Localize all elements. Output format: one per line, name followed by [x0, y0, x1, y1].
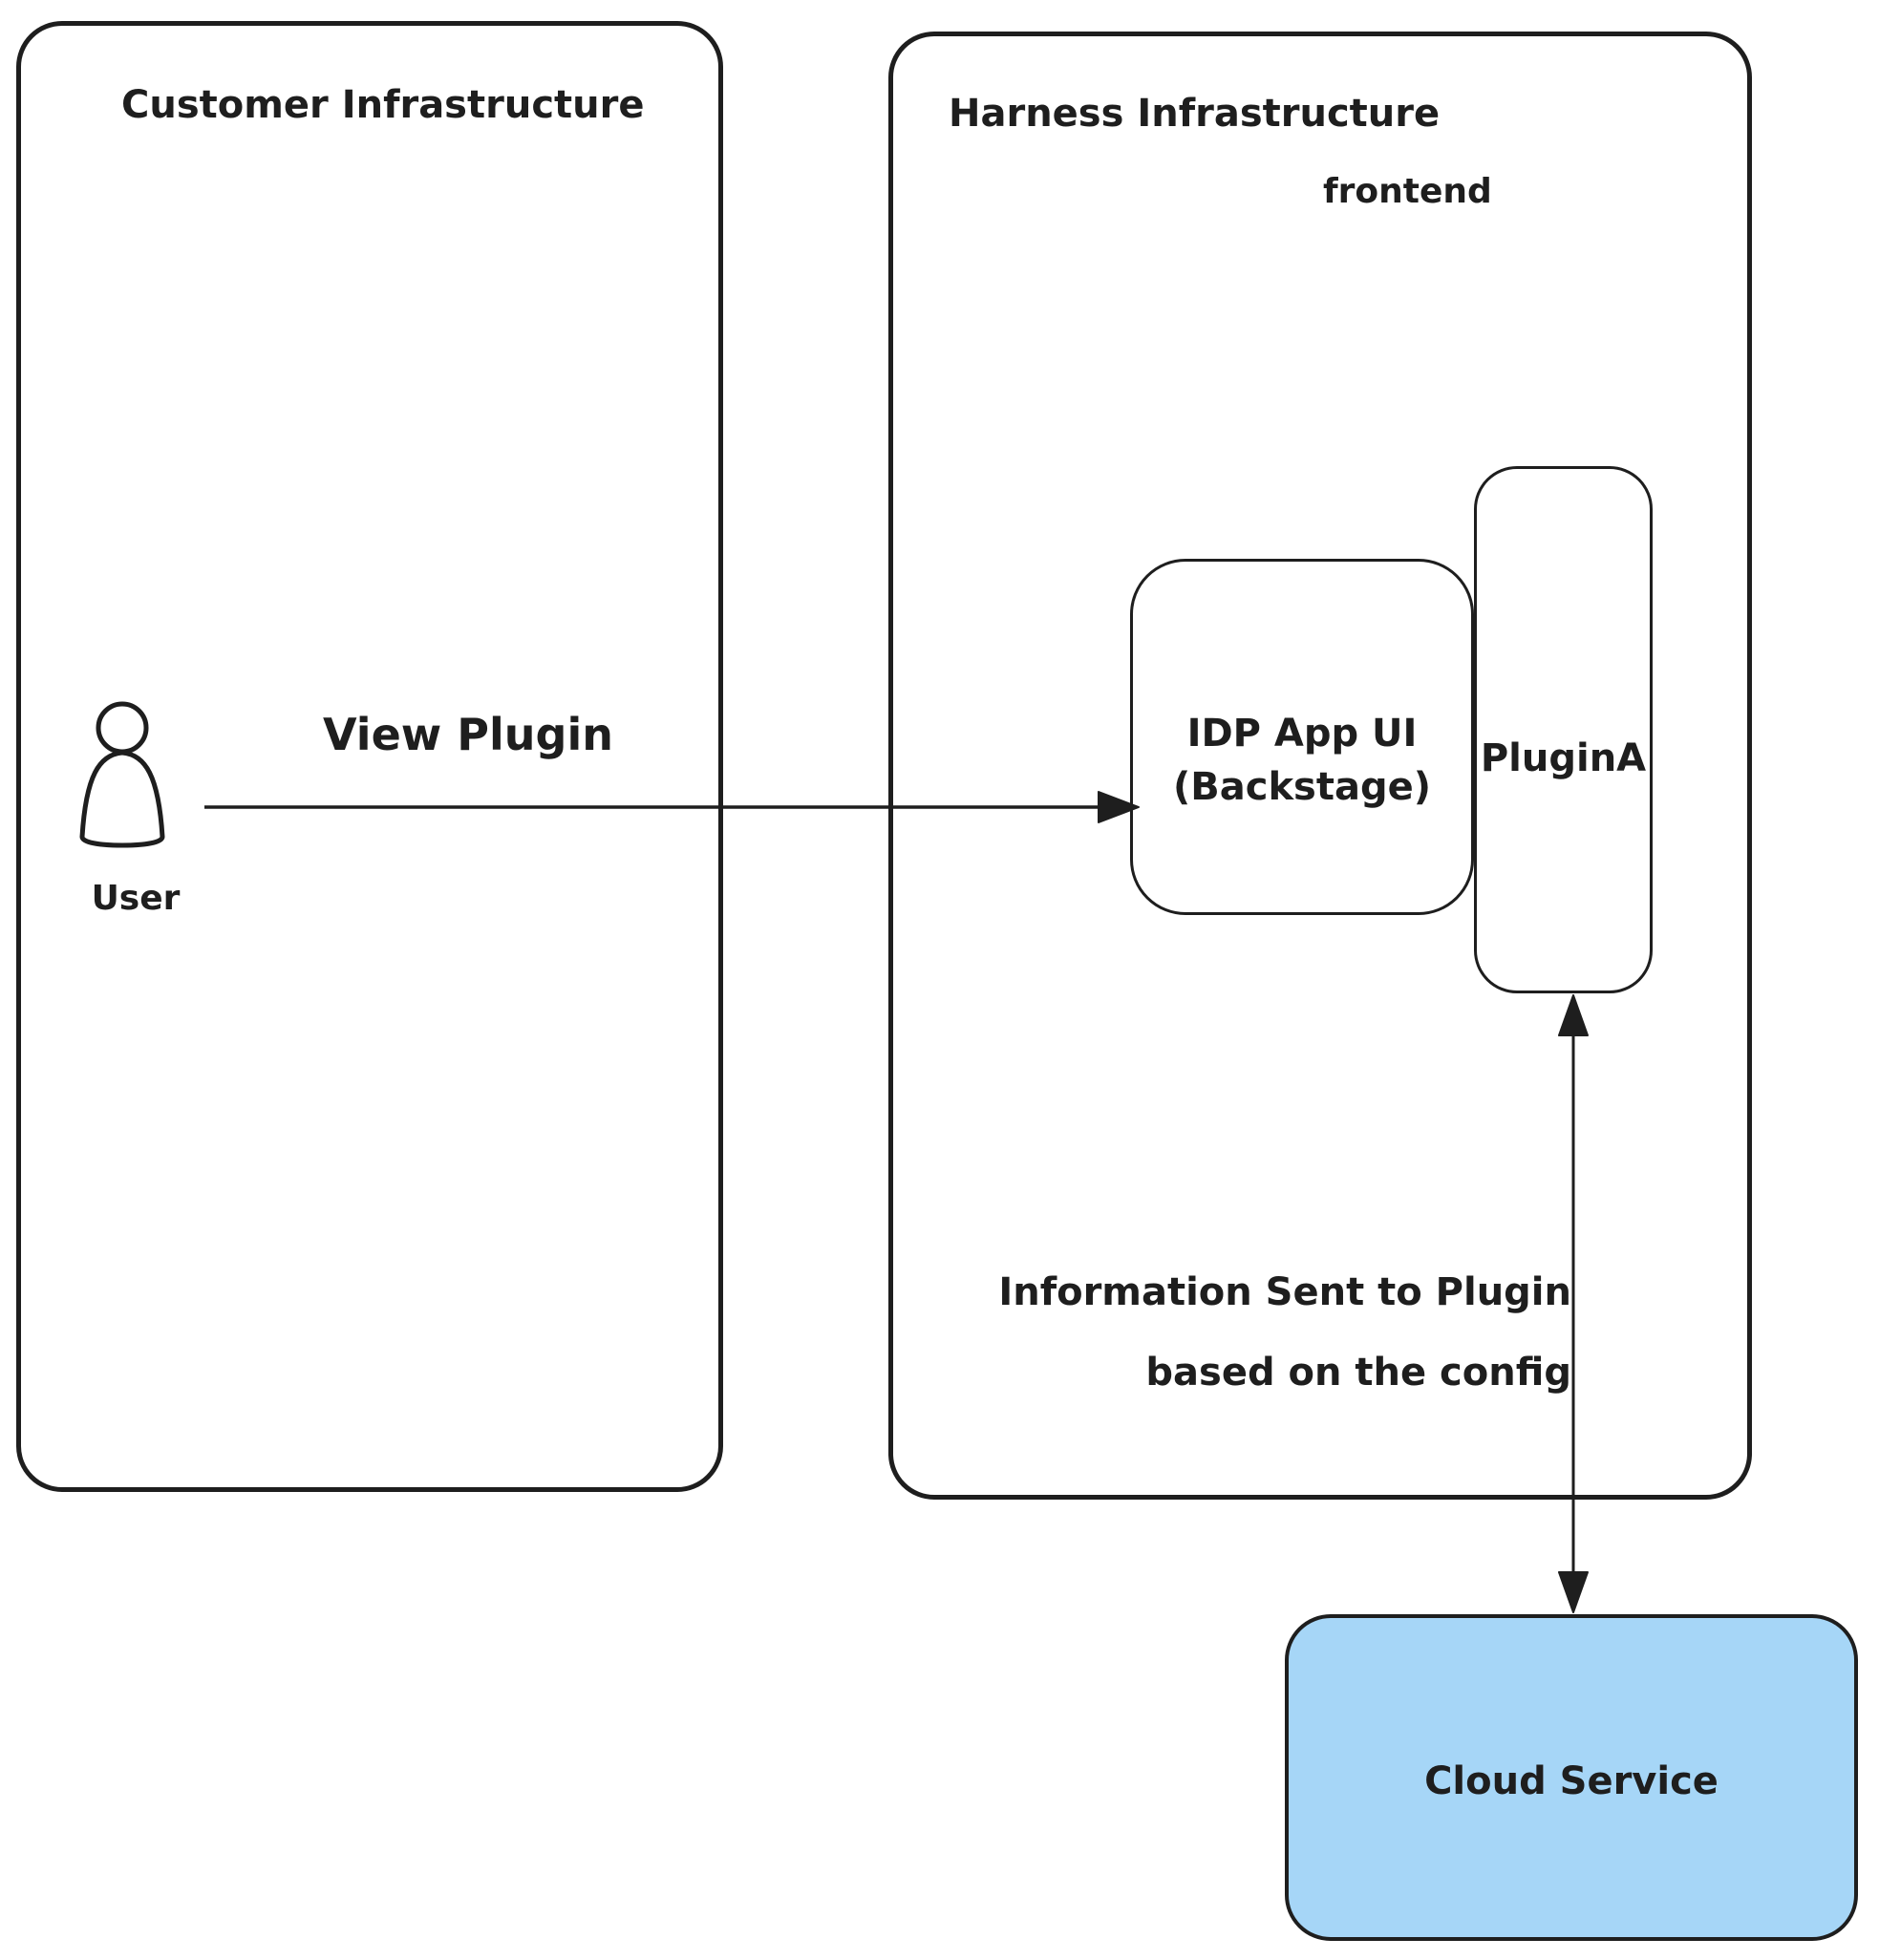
plugin-a-label: PluginA: [1480, 736, 1647, 780]
customer-infrastructure-box: Customer Infrastructure: [16, 21, 723, 1492]
user-label: User: [91, 879, 181, 918]
customer-infrastructure-label: Customer Infrastructure: [121, 83, 645, 127]
idp-app-ui-box: IDP App UI (Backstage): [1130, 559, 1474, 915]
idp-app-ui-label-line1: IDP App UI: [1186, 712, 1418, 756]
frontend-label: frontend: [1323, 172, 1492, 211]
cloud-service-label: Cloud Service: [1424, 1759, 1719, 1803]
harness-infrastructure-label: Harness Infrastructure: [949, 92, 1441, 136]
info-sent-label-line1: Information Sent to Plugin: [998, 1270, 1571, 1314]
harness-infrastructure-box: Harness Infrastructure frontend: [888, 32, 1752, 1500]
info-sent-label-line2: based on the config: [1145, 1351, 1571, 1395]
cloud-service-box: Cloud Service: [1285, 1614, 1858, 1941]
view-plugin-arrow-label: View Plugin: [323, 709, 613, 760]
plugin-a-box: PluginA: [1474, 466, 1653, 993]
idp-app-ui-label-line2: (Backstage): [1172, 765, 1432, 809]
info-sent-arrow-label: Information Sent to Plugin based on the …: [998, 1270, 1571, 1395]
idp-app-ui-label: IDP App UI (Backstage): [1133, 707, 1471, 814]
